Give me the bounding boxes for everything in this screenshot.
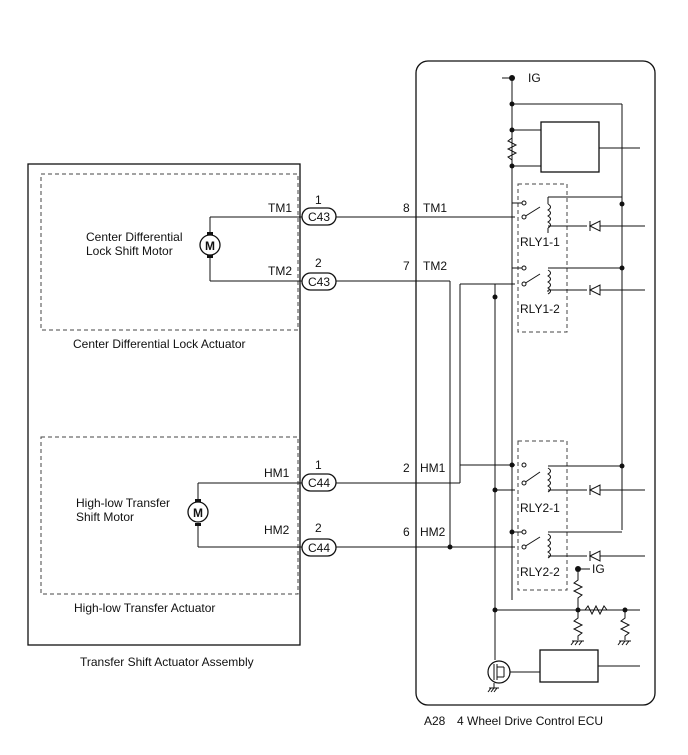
ecu-terminal-hm1: HM1	[420, 461, 446, 475]
wire-label-hm1: HM1	[264, 466, 290, 480]
ecu-name: 4 Wheel Drive Control ECU	[457, 714, 603, 728]
highlow-motor-label-2: Shift Motor	[76, 510, 134, 524]
ecu-terminal-hm2: HM2	[420, 525, 446, 539]
wire-label-tm2: TM2	[268, 264, 292, 278]
wire-label-hm2: HM2	[264, 523, 290, 537]
ecu-pin-number: 8	[403, 201, 410, 215]
ground-icon	[570, 640, 584, 646]
diode-icon	[588, 484, 645, 496]
svg-text:C44: C44	[308, 541, 330, 555]
ecu-pin-number: 2	[403, 461, 410, 475]
pin-number: 1	[315, 193, 322, 207]
transistor-icon	[487, 660, 540, 684]
relay-label-rly1-1: RLY1-1	[520, 235, 560, 249]
connector-c44-hm1: C44	[301, 473, 337, 492]
relay-label-rly2-1: RLY2-1	[520, 501, 560, 515]
ig-top-label: IG	[528, 71, 541, 85]
pin-number: 2	[315, 256, 322, 270]
relay-coil-icon	[509, 462, 622, 493]
resistor-icon	[572, 572, 584, 610]
motor-icon: M	[187, 482, 302, 548]
motor-icon: M	[199, 216, 302, 282]
relay-label-rly2-2: RLY2-2	[520, 565, 560, 579]
connector-c44-hm2: C44	[301, 538, 337, 557]
wire-label-tm1: TM1	[268, 201, 292, 215]
diode-icon	[588, 220, 645, 232]
center-motor-label-1: Center Differential	[86, 230, 183, 244]
assembly-name: Transfer Shift Actuator Assembly	[80, 655, 254, 669]
power-ic-block	[540, 121, 600, 173]
svg-text:C43: C43	[308, 210, 330, 224]
highlow-actuator-label: High-low Transfer Actuator	[74, 601, 215, 615]
relay-label-rly1-2: RLY1-2	[520, 302, 560, 316]
svg-text:M: M	[193, 506, 203, 520]
ecu-box	[415, 60, 656, 706]
relay-coil-icon	[512, 265, 622, 295]
resistor-icon	[506, 137, 518, 161]
relay-coil-icon	[509, 529, 622, 559]
connector-c43-tm2: C43	[301, 272, 337, 291]
center-motor-label-2: Lock Shift Motor	[86, 244, 173, 258]
ecu-pin-number: 7	[403, 259, 410, 273]
ecu-code: A28	[424, 714, 446, 728]
pin-number: 2	[315, 521, 322, 535]
svg-text:C43: C43	[308, 275, 330, 289]
relay-group-1	[517, 183, 568, 333]
ground-icon	[617, 640, 631, 646]
ig-bottom-label: IG	[592, 562, 605, 576]
pin-number: 1	[315, 458, 322, 472]
resistor-icon	[572, 612, 584, 640]
svg-text:C44: C44	[308, 476, 330, 490]
relay-coil-icon	[512, 196, 622, 233]
resistor-icon	[619, 612, 631, 640]
diode-icon	[588, 284, 645, 296]
ecu-terminal-tm2: TM2	[423, 259, 447, 273]
diode-icon	[588, 550, 645, 562]
highlow-motor-label-1: High-low Transfer	[76, 496, 170, 510]
ecu-pin-number: 6	[403, 525, 410, 539]
highlow-actuator-box	[40, 436, 299, 595]
center-actuator-label: Center Differential Lock Actuator	[73, 337, 246, 351]
resistor-icon	[584, 604, 608, 616]
connector-c43-tm1: C43	[301, 207, 337, 226]
ecu-terminal-tm1: TM1	[423, 201, 447, 215]
actuator-assembly-box	[27, 163, 301, 646]
relay-group-2	[517, 440, 568, 591]
center-diff-actuator-box	[40, 173, 299, 331]
ground-icon	[487, 683, 499, 693]
control-ic-block	[539, 649, 599, 683]
svg-text:M: M	[205, 239, 215, 253]
